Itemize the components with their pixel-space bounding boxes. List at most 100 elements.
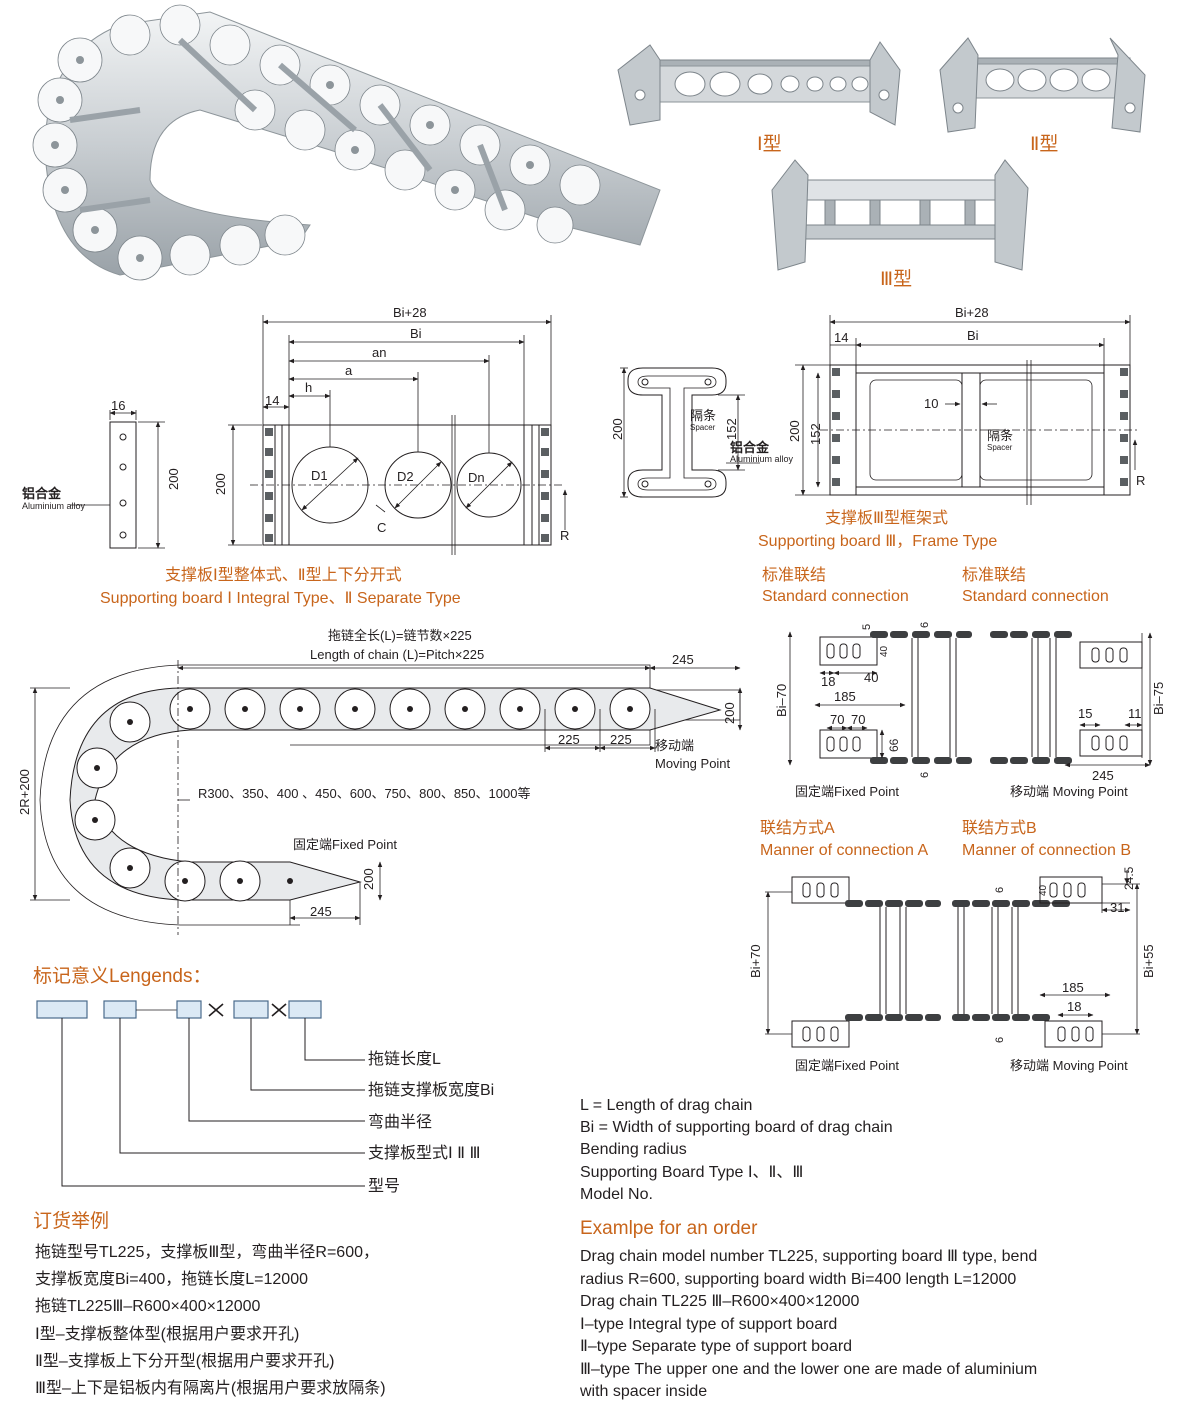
type2-caption: Ⅱ型 xyxy=(1030,133,1058,155)
fig5-d40: 40 xyxy=(1038,884,1049,896)
order-en-title: Examlpe for an order xyxy=(580,1218,758,1239)
fig5-d185: 185 xyxy=(1062,980,1084,995)
fig3-d200-bot: 200 xyxy=(361,868,376,890)
fig2-side-h152: 152 xyxy=(724,418,739,440)
fig5-d6-top: 6 xyxy=(994,887,1006,893)
fig5-moving: 移动端 Moving Point xyxy=(1010,1058,1128,1073)
fig5-title-cn-a: 联结方式A xyxy=(760,819,835,837)
fig3-2r200: 2R+200 xyxy=(17,769,32,815)
legend-title: 标记意义Lengends： xyxy=(33,965,211,987)
drag-chain-photo xyxy=(32,4,661,281)
fig2-bi28: Bi+28 xyxy=(955,305,989,320)
fig1-an: an xyxy=(372,345,386,360)
fig3-moving-en: Moving Point xyxy=(655,756,731,771)
fig2-side-h200: 200 xyxy=(610,418,625,440)
fig5-d6-bot: 6 xyxy=(994,1037,1006,1043)
fig4-d70-a: 70 xyxy=(830,712,844,727)
fig1-h: h xyxy=(305,380,312,395)
legend-box-width xyxy=(233,1000,269,1019)
fig4-title-cn-left: 标准联结 xyxy=(762,566,826,584)
fig3-d245-bot: 245 xyxy=(310,904,332,919)
fig4-title-cn-right: 标准联结 xyxy=(962,566,1026,584)
order-en-line-7: with spacer inside xyxy=(579,1383,707,1400)
fig4-d245: 245 xyxy=(1092,768,1114,783)
fig4-bi75: Bi–75 xyxy=(1151,682,1166,715)
legend-item-radius: 弯曲半径 xyxy=(368,1113,432,1131)
fig4-d40-b: 40 xyxy=(864,670,878,685)
fig2-alloy-cn: 铝合金 xyxy=(730,440,770,455)
fig3-radii: R300、350、400 、450、600、750、800、850、1000等 xyxy=(198,786,530,801)
fig1-c: C xyxy=(377,520,386,535)
fig4-drawing xyxy=(787,631,1153,768)
fig2-h152: 152 xyxy=(808,423,823,445)
fig2-drawing xyxy=(620,315,1140,505)
fig5-fixed: 固定端Fixed Point xyxy=(795,1058,899,1073)
order-en-line-4: Ⅰ–type Integral type of support board xyxy=(580,1316,837,1333)
fig4-d6-bot: 6 xyxy=(919,772,931,778)
type3-board-photo xyxy=(771,159,1029,271)
fig2-caption-en: Supporting board Ⅲ，Frame Type xyxy=(758,533,997,550)
order-en-line-5: Ⅱ–type Separate type of support board xyxy=(580,1338,852,1355)
fig2-alloy-en: Aluminium alloy xyxy=(730,454,794,464)
legend-item-type: 支撑板型式Ⅰ Ⅱ Ⅲ xyxy=(368,1144,481,1162)
fig1-h200: 200 xyxy=(213,473,228,495)
fig5-d31: 31 xyxy=(1110,900,1124,915)
legend-box-type xyxy=(103,1000,137,1019)
legend-item-model: 型号 xyxy=(368,1177,400,1195)
fig4-d18: 18 xyxy=(821,674,835,689)
fig4-d66: 66 xyxy=(887,738,901,752)
fig2-spacer2-en: Spacer xyxy=(987,443,1013,452)
type1-caption: Ⅰ型 xyxy=(757,133,782,155)
fig2-spacer-en: Spacer xyxy=(690,423,716,432)
legend-en-model: Model No. xyxy=(580,1186,653,1203)
fig4-moving: 移动端 Moving Point xyxy=(1010,784,1128,799)
fig4-title-en-left: Standard connection xyxy=(762,588,909,605)
fig5-title-cn-b: 联结方式B xyxy=(962,819,1037,837)
order-cn-line-3: 拖链TL225Ⅲ–R600×400×12000 xyxy=(35,1297,261,1315)
fig1-bi28: Bi+28 xyxy=(393,305,427,320)
fig2-bi: Bi xyxy=(967,328,979,343)
fig3-d225-b: 225 xyxy=(610,732,632,747)
fig2-spacer2-cn: 隔条 xyxy=(987,428,1013,443)
fig2-r: R xyxy=(1136,473,1145,488)
legend-en-type: Supporting Board Type Ⅰ、Ⅱ、Ⅲ xyxy=(580,1164,803,1181)
fig3-d200-top: 200 xyxy=(722,702,737,724)
legend-box-radius xyxy=(176,1000,202,1019)
legend-boxes xyxy=(36,1000,365,1187)
order-cn-line-2: 支撑板宽度Bi=400，拖链长度L=12000 xyxy=(35,1270,308,1288)
fig2-w14: 14 xyxy=(834,330,848,345)
fig5-bi55: Bi+55 xyxy=(1141,944,1156,978)
fig1-side-width: 16 xyxy=(111,398,125,413)
fig4-fixed: 固定端Fixed Point xyxy=(795,784,899,799)
order-cn-line-1: 拖链型号TL225，支撑板Ⅲ型，弯曲半径R=600， xyxy=(35,1243,379,1261)
fig4-d185: 185 xyxy=(834,689,856,704)
fig1-dn: Dn xyxy=(468,470,485,485)
fig1-a: a xyxy=(345,363,353,378)
legend-en-radius: Bending radius xyxy=(580,1141,687,1158)
fig4-d5: 5 xyxy=(861,624,873,630)
fig1-side-height: 200 xyxy=(166,468,181,490)
legend-box-model xyxy=(36,1000,88,1019)
fig1-alloy-en: Aluminium alloy xyxy=(22,501,86,511)
fig1-drawing xyxy=(70,315,568,555)
fig1-w14: 14 xyxy=(265,393,279,408)
fig3-length-cn: 拖链全长(L)=链节数×225 xyxy=(328,628,472,643)
fig1-bi: Bi xyxy=(410,326,422,341)
fig5-d24-5: 24.5 xyxy=(1122,866,1136,890)
legend-item-length: 拖链长度L xyxy=(368,1050,441,1068)
fig4-d11: 11 xyxy=(1128,706,1142,721)
type3-caption: Ⅲ型 xyxy=(880,268,912,290)
fig5-bi70: Bi+70 xyxy=(748,944,763,978)
order-en-line-6: Ⅲ–type The upper one and the lower one a… xyxy=(580,1361,1037,1378)
fig2-h200: 200 xyxy=(787,420,802,442)
fig1-r: R xyxy=(560,528,569,543)
fig1-caption-cn: 支撑板Ⅰ型整体式、Ⅱ型上下分开式 xyxy=(165,566,402,584)
legend-en-length: L = Length of drag chain xyxy=(580,1097,752,1114)
type1-board-photo xyxy=(617,41,901,126)
order-cn-line-6: Ⅲ型–上下是铝板内有隔离片(根据用户要求放隔条) xyxy=(35,1379,386,1397)
fig4-d70-b: 70 xyxy=(851,712,865,727)
fig4-d40-a: 40 xyxy=(879,645,890,657)
type2-board-photo xyxy=(939,37,1146,133)
fig2-caption-cn: 支撑板Ⅲ型框架式 xyxy=(825,509,948,527)
